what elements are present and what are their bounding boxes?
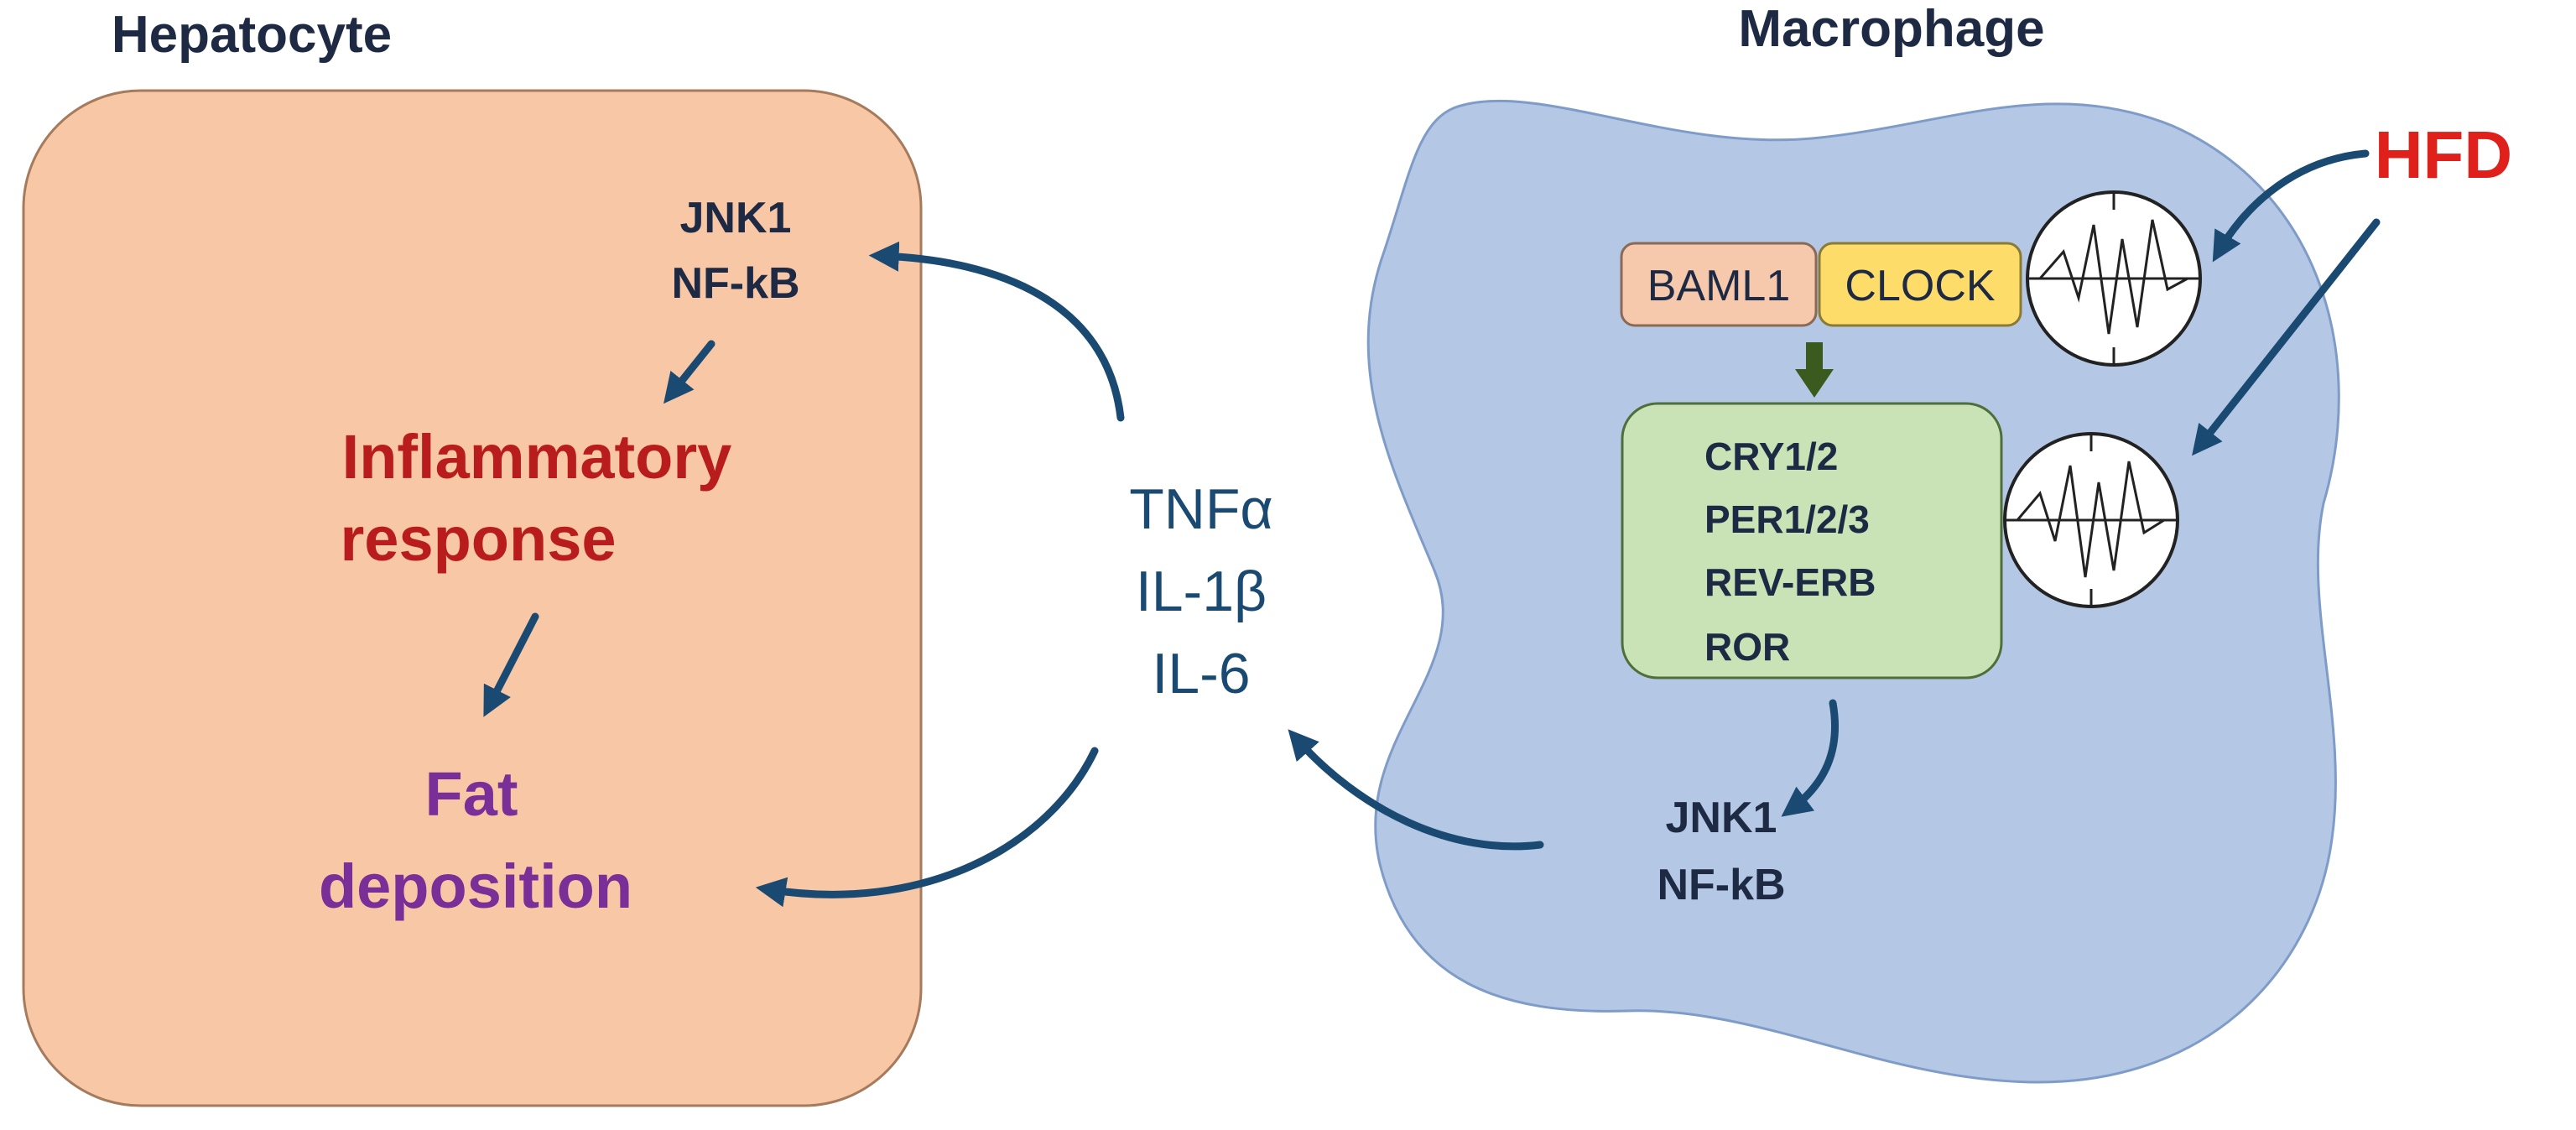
cytokine-tnfa: TNFα [1129,477,1273,541]
fat-deposition-line1: Fat [425,759,518,829]
oscillation-icon [2026,190,2202,367]
hfd-label: HFD [2375,117,2512,192]
arrow-signal-to-inflammation [664,340,716,404]
hepatocyte-jnk1-label: JNK1 [680,194,792,242]
gene-label: REV-ERB [1704,560,1876,604]
cytokine-il6: IL-6 [1152,642,1250,706]
fat-deposition-line2: deposition [319,851,632,921]
clock-box [1818,242,2022,327]
macrophage-title: Macrophage [1738,0,2044,58]
arrow-inflammation-to-fat [483,612,539,717]
arrow-hfd-to-genes [2192,218,2381,456]
baml1-label: BAML1 [1647,262,1791,310]
hepatocyte-nfkb-label: NF-kB [671,259,799,308]
gene-label: CRY1/2 [1704,435,1838,478]
gene-label: ROR [1704,625,1790,669]
macrophage-jnk1-label: JNK1 [1666,794,1777,842]
arrow-macrophage-to-cytokines [1288,729,1544,851]
inflammatory-response-line2: response [340,504,616,574]
hepatocyte-cell [22,89,923,1107]
clock-label: CLOCK [1845,262,1995,310]
baml1-box [1620,242,1818,327]
inflammatory-response-line1: Inflammatory [342,422,732,492]
arrow-cytokines-to-fat [755,747,1099,908]
macrophage-nfkb-label: NF-kB [1657,861,1785,909]
gene-label: PER1/2/3 [1704,497,1870,541]
down-arrow-icon [1795,342,1834,398]
hepatocyte-title: Hepatocyte [112,6,392,64]
arrow-genes-to-signal [1781,699,1840,817]
arrow-cytokines-to-hepatocyte-signal [868,241,1125,422]
arrow-hfd-to-clock [2212,149,2370,263]
cytokine-il1b: IL-1β [1136,560,1267,623]
oscillation-icon [2003,432,2179,608]
clock-genes-box [1621,402,2003,680]
